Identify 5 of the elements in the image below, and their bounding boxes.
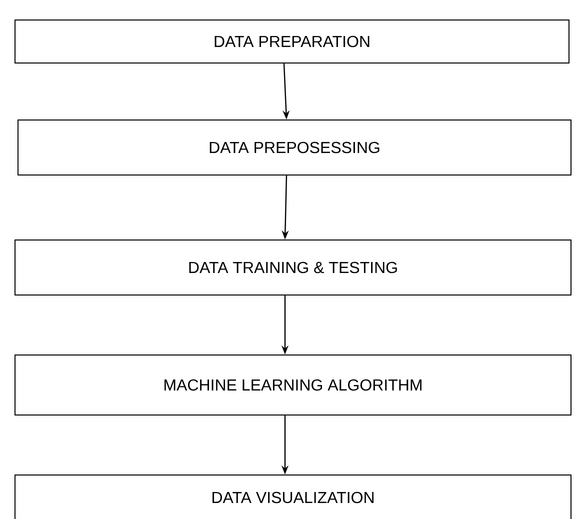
process-box: MACHINE LEARNING ALGORITHM (14, 354, 572, 416)
process-box: DATA PREPARATION (14, 20, 570, 64)
process-box: DATA TRAINING & TESTING (14, 240, 572, 296)
process-box: DATA PREPOSESSING (18, 120, 572, 176)
process-box: DATA VISUALIZATION (14, 474, 572, 519)
